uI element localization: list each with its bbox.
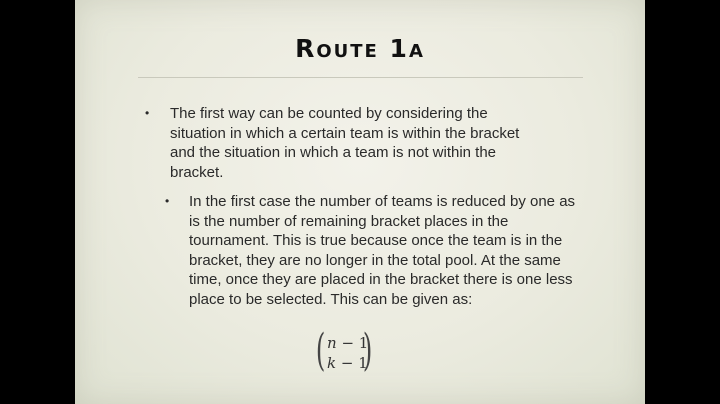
bottom-rest: − 1 — [336, 354, 368, 372]
var-k: k — [327, 354, 337, 372]
title-divider — [138, 77, 583, 78]
bullet-marker: • — [145, 106, 150, 120]
right-parenthesis: ) — [362, 325, 373, 376]
sub-bullet-marker: • — [165, 194, 170, 208]
binomial-top: n − 1 — [327, 334, 368, 352]
slide-title: Route 1a — [295, 34, 425, 63]
left-parenthesis: ( — [315, 325, 326, 376]
binomial-bottom: k − 1 — [327, 354, 368, 372]
var-n: n — [327, 334, 337, 352]
binomial-coefficient-formula: ( n − 1 k − 1 ) — [316, 326, 376, 376]
top-rest: − 1 — [336, 334, 369, 352]
presentation-slide: Route 1a • The first way can be counted … — [75, 0, 645, 404]
bullet-level-2: In the first case the number of teams is… — [189, 193, 576, 308]
bullet-level-1: The first way can be counted by consider… — [170, 105, 520, 181]
